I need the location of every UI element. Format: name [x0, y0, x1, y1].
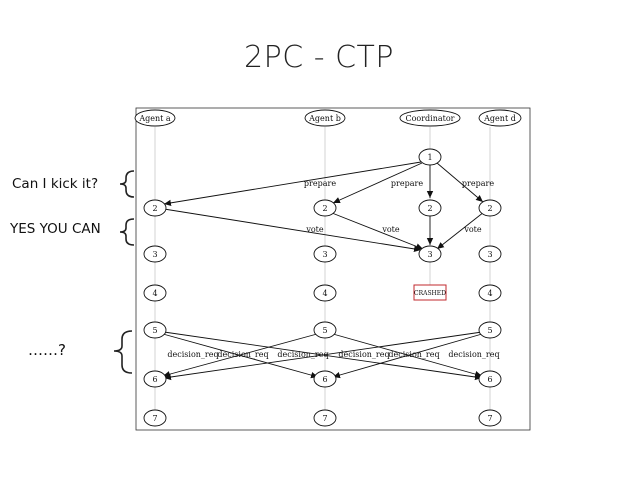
agent-b-node-4 — [313, 284, 337, 302]
agent-d-label: Agent d — [483, 114, 516, 123]
coordinator-label: Coordinator — [405, 114, 454, 123]
agent-a-node-4-label: 4 — [152, 289, 157, 298]
label-prepare-3: prepare — [462, 179, 494, 188]
edge-vote-a — [163, 208, 422, 253]
edge-prepare-a — [163, 161, 422, 207]
coord-node-1 — [418, 148, 442, 166]
agent-d-node-5-label: 5 — [487, 326, 492, 335]
agent-a-node-5 — [143, 321, 167, 339]
agent-d-node-7-label: 7 — [487, 414, 492, 423]
agent-d-header: Agent d — [478, 109, 522, 127]
slide-title: 2PC - CTP — [244, 40, 394, 75]
agent-a-node-6 — [143, 370, 167, 388]
coord-node-3-label: 3 — [427, 250, 432, 259]
agent-a-node-3-label: 3 — [152, 250, 157, 259]
agent-d-node-2 — [478, 199, 502, 217]
side-label-yes: YES YOU CAN — [10, 221, 101, 237]
agent-a-label: Agent a — [138, 114, 171, 123]
side-label-kick: Can I kick it? — [12, 176, 99, 192]
agent-a-node-2-label: 2 — [152, 204, 157, 213]
agent-d-node-4-label: 4 — [487, 289, 492, 298]
label-vote-2: vote — [381, 225, 400, 234]
agent-a-node-2 — [143, 199, 167, 217]
coord-node-3 — [418, 245, 442, 263]
brace-question — [113, 330, 133, 374]
agent-a-node-7-label: 7 — [152, 414, 157, 423]
label-decision-3: decision_req — [277, 350, 328, 359]
agent-b-node-4-label: 4 — [322, 289, 327, 298]
edge-decision-b-d — [332, 333, 483, 378]
edge-vote-b — [331, 212, 424, 250]
edge-decision-a-b — [162, 333, 319, 379]
agent-b-node-7 — [313, 409, 337, 427]
label-vote-1: vote — [305, 225, 324, 234]
coord-node-1-label: 1 — [427, 153, 432, 162]
agent-a-node-3 — [143, 245, 167, 263]
agent-b-node-3-label: 3 — [322, 250, 327, 259]
edge-prepare-d — [436, 162, 484, 203]
agent-a-node-7 — [143, 409, 167, 427]
crashed-box: CRASHED — [413, 284, 447, 301]
edge-decision-b-a — [162, 333, 318, 378]
agent-a-node-5-label: 5 — [152, 326, 157, 335]
label-prepare-2: prepare — [391, 179, 423, 188]
agent-d-node-4 — [478, 284, 502, 302]
edge-prepare-b — [332, 162, 423, 204]
agent-d-node-3-label: 3 — [487, 250, 492, 259]
agent-b-node-5-label: 5 — [322, 326, 327, 335]
label-decision-2: decision_req — [217, 350, 268, 359]
coordinator-header: Coordinator — [399, 109, 461, 127]
agent-b-node-2-label: 2 — [322, 204, 327, 213]
agent-b-label: Agent b — [308, 114, 341, 123]
label-decision-5: decision_req — [388, 350, 439, 359]
crashed-label: CRASHED — [414, 290, 446, 297]
brace-kick — [119, 170, 135, 198]
brace-yes — [119, 218, 135, 246]
edge-vote-d — [436, 211, 485, 250]
agent-b-node-6-label: 6 — [322, 375, 327, 384]
label-decision-4: decision_req — [338, 350, 389, 359]
diagram-frame — [135, 107, 531, 431]
agent-b-header: Agent b — [304, 109, 346, 127]
agent-a-node-4 — [143, 284, 167, 302]
side-label-question: ……? — [28, 341, 66, 359]
agent-b-node-5 — [313, 321, 337, 339]
agent-d-node-7 — [478, 409, 502, 427]
coord-node-2-label: 2 — [427, 204, 432, 213]
coord-node-2 — [418, 199, 442, 217]
agent-a-header: Agent a — [134, 109, 176, 127]
agent-d-node-6-label: 6 — [487, 375, 492, 384]
agent-b-node-6 — [313, 370, 337, 388]
agent-d-node-3 — [478, 245, 502, 263]
agent-d-node-5 — [478, 321, 502, 339]
agent-b-node-2 — [313, 199, 337, 217]
agent-b-node-7-label: 7 — [322, 414, 327, 423]
agent-a-node-6-label: 6 — [152, 375, 157, 384]
label-decision-1: decision_req — [167, 350, 218, 359]
label-prepare-1: prepare — [304, 179, 336, 188]
edge-decision-d-a — [163, 331, 483, 381]
label-vote-3: vote — [463, 225, 482, 234]
label-decision-6: decision_req — [448, 350, 499, 359]
agent-d-node-2-label: 2 — [487, 204, 492, 213]
agent-b-node-3 — [313, 245, 337, 263]
agent-d-node-6 — [478, 370, 502, 388]
edge-decision-d-b — [332, 333, 483, 379]
